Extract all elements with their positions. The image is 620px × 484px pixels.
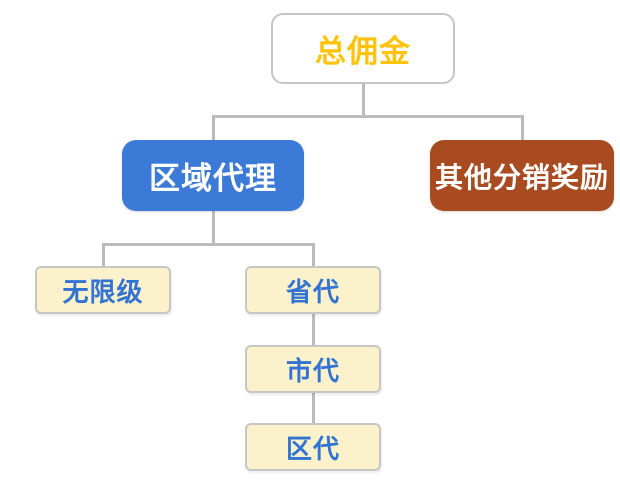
connector-drop-regional-agency bbox=[212, 115, 215, 140]
node-total-commission: 总佣金 bbox=[271, 13, 455, 84]
connector-drop-unlimited-level bbox=[102, 243, 105, 266]
connector-regional-down bbox=[212, 211, 215, 246]
connector-drop-provincial-agent bbox=[312, 243, 315, 266]
node-district-agent: 区代 bbox=[245, 423, 381, 471]
node-provincial-agent: 省代 bbox=[245, 266, 381, 314]
connector-city-to-district bbox=[312, 393, 315, 423]
node-city-agent: 市代 bbox=[245, 345, 381, 393]
node-other-distribution-rewards: 其他分销奖励 bbox=[430, 140, 614, 211]
connector-level3-horizontal bbox=[102, 243, 315, 246]
connector-level2-horizontal bbox=[212, 115, 524, 118]
node-regional-agency: 区域代理 bbox=[122, 140, 304, 211]
node-unlimited-level: 无限级 bbox=[35, 266, 171, 314]
connector-root-down bbox=[362, 84, 365, 117]
connector-provincial-to-city bbox=[312, 314, 315, 345]
connector-drop-other-rewards bbox=[521, 115, 524, 140]
